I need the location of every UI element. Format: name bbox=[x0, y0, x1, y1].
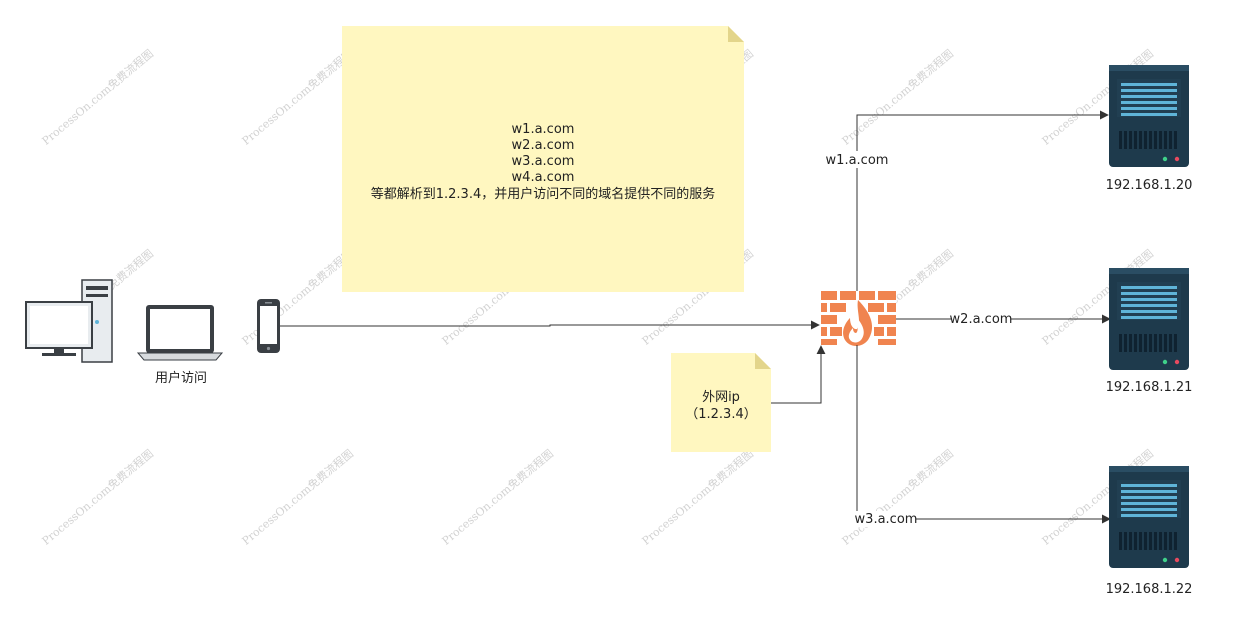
user-access-label: 用户访问 bbox=[155, 370, 207, 386]
server-icon-3 bbox=[1109, 466, 1189, 568]
server-icon-2 bbox=[1109, 268, 1189, 370]
watermark-text: ProcessOn.com免费流程图 bbox=[639, 446, 756, 547]
watermark-text: ProcessOn.com免费流程图 bbox=[39, 446, 156, 547]
route-label-3: w3.a.com bbox=[855, 512, 918, 527]
edge-firewall-to-server-1 bbox=[856, 110, 1109, 291]
dns-note-line-4: w4.a.com bbox=[512, 170, 575, 185]
ip-note-line-2: （1.2.3.4） bbox=[685, 407, 756, 422]
watermark-text: ProcessOn.com免费流程图 bbox=[239, 46, 356, 147]
route-label-2: w2.a.com bbox=[950, 312, 1013, 327]
ip-note-fold bbox=[755, 353, 771, 369]
route-label-1: w1.a.com bbox=[826, 153, 889, 168]
watermark-text: ProcessOn.com免费流程图 bbox=[839, 46, 956, 147]
desktop-computer-icon bbox=[25, 279, 113, 363]
watermark-text: ProcessOn.com免费流程图 bbox=[839, 446, 956, 547]
laptop-icon bbox=[136, 305, 224, 361]
dns-note: w1.a.com w2.a.com w3.a.com w4.a.com 等都解析… bbox=[342, 26, 744, 292]
phone-icon bbox=[257, 299, 280, 353]
dns-note-fold bbox=[728, 26, 744, 42]
dns-note-line-1: w1.a.com bbox=[512, 122, 575, 137]
dns-note-line-5: 等都解析到1.2.3.4，并用户访问不同的域名提供不同的服务 bbox=[371, 186, 715, 202]
edge-phone-to-firewall bbox=[280, 320, 820, 330]
server-icon-1 bbox=[1109, 65, 1189, 167]
server-ip-2: 192.168.1.21 bbox=[1106, 380, 1193, 395]
dns-note-line-3: w3.a.com bbox=[512, 154, 575, 169]
ip-note-line-1: 外网ip bbox=[702, 390, 740, 405]
ip-note-shape bbox=[671, 353, 771, 452]
dns-note-line-2: w2.a.com bbox=[512, 138, 575, 153]
watermark-text: ProcessOn.com免费流程图 bbox=[239, 246, 356, 347]
server-ip-3: 192.168.1.22 bbox=[1106, 582, 1193, 597]
watermark-text: ProcessOn.com免费流程图 bbox=[439, 446, 556, 547]
watermark-text: ProcessOn.com免费流程图 bbox=[239, 446, 356, 547]
edge-ip-to-firewall bbox=[771, 345, 826, 404]
firewall-icon bbox=[821, 291, 896, 346]
ip-note: 外网ip （1.2.3.4） bbox=[671, 353, 771, 452]
watermark-text: ProcessOn.com免费流程图 bbox=[39, 46, 156, 147]
server-ip-1: 192.168.1.20 bbox=[1106, 178, 1193, 193]
dns-note-shape bbox=[342, 26, 744, 292]
